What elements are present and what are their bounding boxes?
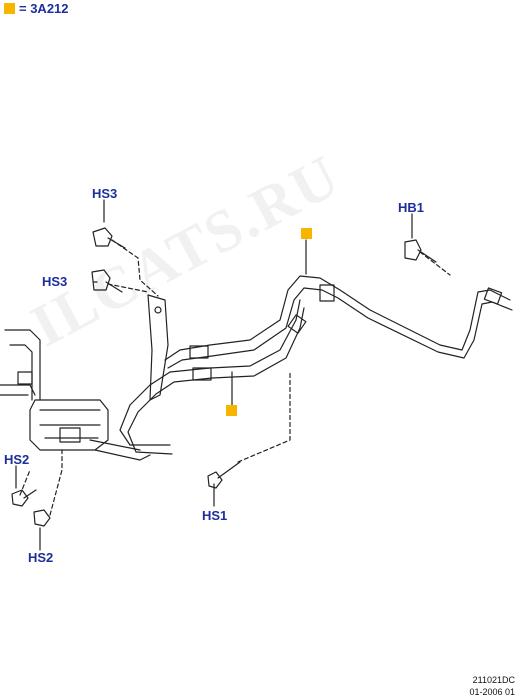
mounting-bracket (147, 294, 169, 401)
callout-hs3-mid[interactable]: HS3 (42, 274, 68, 289)
hose-collar (192, 367, 212, 381)
callout-hb1[interactable]: HB1 (398, 200, 425, 215)
hs2-bottom-bolt (33, 509, 51, 527)
callout-hs2-bottom[interactable]: HS2 (28, 550, 54, 565)
hs1-bolt (207, 461, 241, 489)
legend-swatch (4, 2, 15, 14)
hs3-top-bolt (92, 227, 126, 249)
hose-collar (189, 345, 209, 359)
gear-lines (4, 329, 41, 401)
callout-hs1[interactable]: HS1 (202, 508, 228, 523)
hs3-mid-bolt (91, 269, 123, 293)
hb1-bolt (404, 239, 437, 263)
footer-date: 01-2006 01 (469, 687, 515, 697)
callout-hs2-left[interactable]: HS2 (4, 452, 30, 467)
leader-lines (19, 239, 451, 516)
marker-3a212-top[interactable] (301, 228, 312, 239)
legend: = 3A212 (4, 0, 69, 16)
marker-3a212-bottom[interactable] (226, 405, 237, 416)
legend-text: = 3A212 (19, 0, 69, 16)
bracket-hole (154, 306, 162, 314)
hose-collar (287, 314, 307, 334)
footer-code: 211021DC (472, 675, 515, 685)
callout-hs3-top[interactable]: HS3 (92, 186, 118, 201)
hose-upper-inner (167, 287, 513, 369)
hose-collar (319, 284, 335, 302)
hose-upper-outer (164, 275, 511, 361)
hose-lower-inner (127, 307, 305, 455)
hs2-left-bolt (11, 489, 37, 507)
hose-collar (483, 287, 503, 305)
hose-lower-outer (119, 299, 301, 446)
